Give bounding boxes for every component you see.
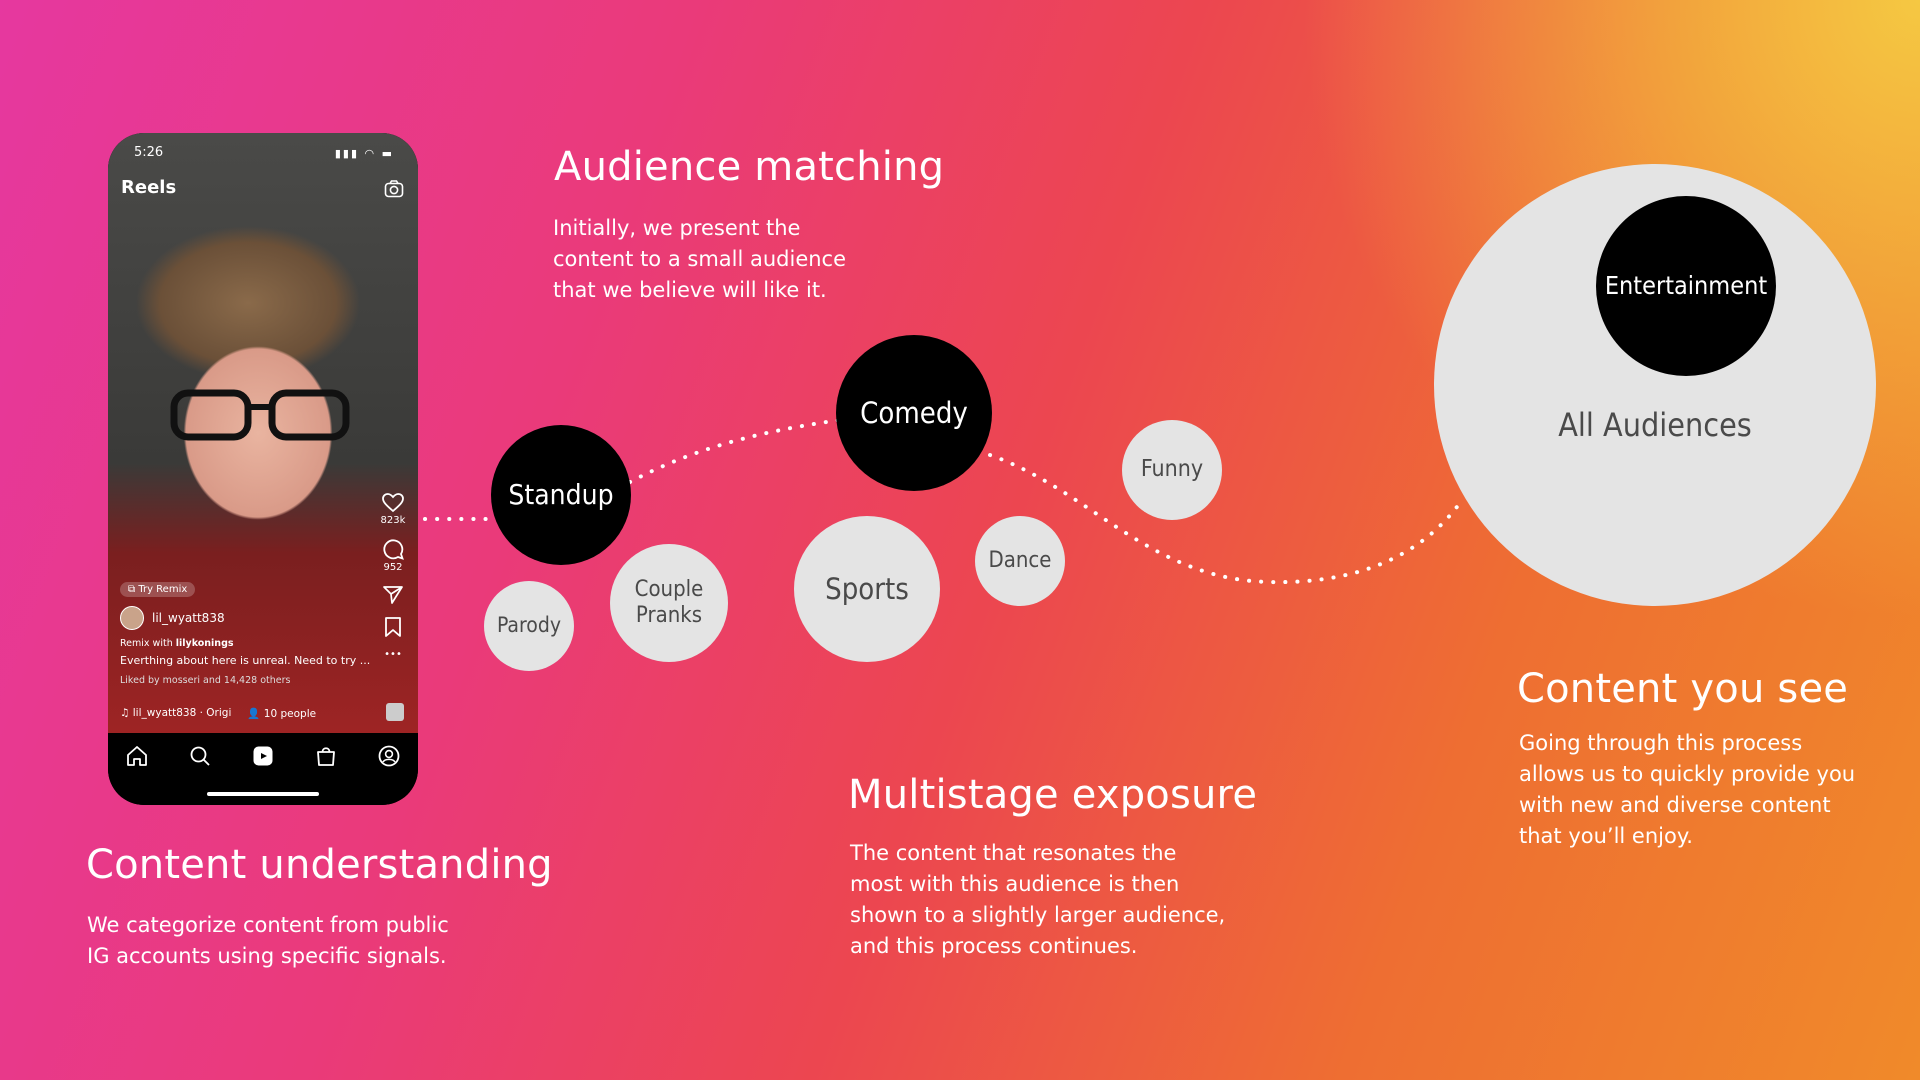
people-tag[interactable]: 👤 10 people — [247, 708, 317, 720]
bubble-dance: Dance — [975, 516, 1065, 606]
like-action[interactable]: 823k — [378, 493, 408, 526]
try-remix-button[interactable]: ⧉ Try Remix — [120, 582, 196, 597]
comment-action[interactable]: 952 — [378, 538, 408, 573]
phone-mockup: 5:26 ▮▮▮ ◠ ▬ Reels 823k 952 ••• ⧉ Try Re… — [108, 133, 418, 805]
music-note-icon: ♫ — [120, 707, 133, 719]
status-bar: 5:26 ▮▮▮ ◠ ▬ — [134, 145, 394, 165]
content-you-see-heading: Content you see — [1517, 666, 1849, 712]
comment-count: 952 — [383, 562, 403, 573]
audio-thumbnail[interactable] — [386, 703, 404, 721]
bubble-funny: Funny — [1122, 420, 1222, 520]
remix-icon: ⧉ — [128, 584, 136, 595]
multistage-exposure-description: The content that resonates the most with… — [850, 841, 1226, 958]
home-icon[interactable] — [126, 745, 148, 767]
home-indicator — [207, 792, 319, 796]
remix-with-line: Remix with lilykonings — [120, 638, 234, 649]
more-options-icon[interactable]: ••• — [384, 649, 402, 660]
audience-matching-heading: Audience matching — [554, 144, 945, 190]
username[interactable]: lil_wyatt838 — [152, 611, 225, 625]
liked-by-line[interactable]: Liked by mosseri and 14,428 others — [120, 675, 291, 686]
reels-icon[interactable] — [252, 745, 274, 767]
reel-caption[interactable]: Everthing about here is unreal. Need to … — [120, 654, 371, 667]
bubble-parody: Parody — [484, 581, 574, 671]
profile-icon[interactable] — [378, 745, 400, 767]
content-understanding-heading: Content understanding — [86, 842, 553, 888]
bubble-sports: Sports — [794, 516, 940, 662]
multistage-exposure-heading: Multistage exposure — [848, 772, 1258, 818]
signal-wifi-battery-icon: ▮▮▮ ◠ ▬ — [334, 147, 394, 160]
reels-title: Reels — [121, 177, 177, 198]
shop-icon[interactable] — [315, 745, 337, 767]
camera-icon[interactable] — [384, 179, 404, 199]
comment-icon — [383, 539, 404, 560]
content-understanding-description: We categorize content from public IG acc… — [87, 913, 449, 968]
bookmark-icon — [385, 617, 401, 637]
save-action[interactable] — [378, 617, 408, 637]
bubble-standup: Standup — [491, 425, 631, 565]
share-action[interactable] — [378, 585, 408, 605]
content-you-see-description: Going through this process allows us to … — [1519, 731, 1856, 848]
audio-track[interactable]: ♫ lil_wyatt838 · Origi — [120, 707, 232, 719]
side-actions: 823k 952 ••• — [378, 493, 408, 672]
bubble-couple-pranks: Couple Pranks — [610, 544, 728, 662]
glasses-illustration — [170, 389, 350, 441]
heart-icon — [382, 493, 404, 513]
audience-matching-description: Initially, we present the content to a s… — [553, 216, 847, 302]
bottom-nav-bar — [108, 733, 418, 805]
bubble-entertainment: Entertainment — [1596, 196, 1776, 376]
user-row[interactable]: lil_wyatt838 — [120, 606, 225, 630]
send-icon — [383, 586, 403, 604]
avatar[interactable] — [120, 606, 144, 630]
search-icon[interactable] — [189, 745, 211, 767]
remix-user[interactable]: lilykonings — [175, 638, 234, 649]
audio-row: ♫ lil_wyatt838 · Origi 👤 10 people — [120, 707, 316, 720]
like-count: 823k — [380, 515, 406, 526]
bubble-comedy: Comedy — [836, 335, 992, 491]
all-audiences-label: All Audiences — [1558, 406, 1752, 444]
person-icon: 👤 — [247, 708, 264, 720]
reel-video-thumbnail — [108, 133, 418, 733]
status-time: 5:26 — [134, 145, 164, 160]
